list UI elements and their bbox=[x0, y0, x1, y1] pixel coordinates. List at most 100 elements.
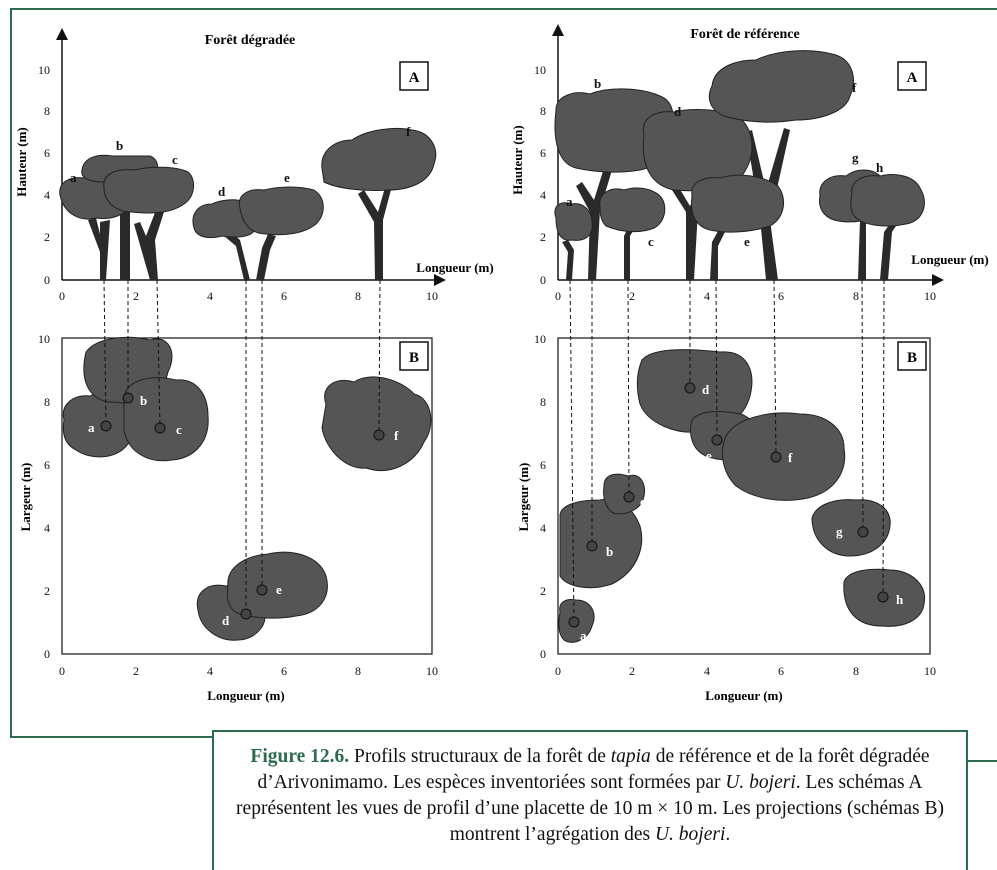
svg-text:0: 0 bbox=[44, 647, 50, 661]
svg-text:8: 8 bbox=[355, 664, 361, 678]
svg-text:6: 6 bbox=[281, 289, 287, 303]
svg-text:e: e bbox=[744, 234, 750, 249]
svg-text:0: 0 bbox=[59, 664, 65, 678]
caption-text-2: de référence et de la forêt dégradée d’A… bbox=[257, 746, 930, 793]
left-plan-crowns bbox=[62, 336, 432, 641]
left-profile-label-f: f bbox=[406, 124, 411, 139]
right-canopies bbox=[554, 50, 925, 241]
svg-text:8: 8 bbox=[540, 395, 546, 409]
svg-text:0: 0 bbox=[44, 273, 50, 287]
svg-text:10: 10 bbox=[38, 63, 50, 77]
svg-text:0: 0 bbox=[555, 289, 561, 303]
svg-text:10: 10 bbox=[534, 63, 546, 77]
left-plan-y-ticks: 0 2 4 6 8 10 bbox=[38, 332, 50, 661]
left-badge-a: A bbox=[409, 70, 420, 86]
svg-text:8: 8 bbox=[355, 289, 361, 303]
left-title: Forêt dégradée bbox=[205, 33, 296, 48]
svg-text:10: 10 bbox=[534, 332, 546, 346]
svg-text:6: 6 bbox=[778, 664, 784, 678]
figure-caption: Figure 12.6. Profils structuraux de la f… bbox=[212, 730, 968, 870]
left-profile-label-a: a bbox=[70, 170, 77, 185]
right-profile-y-label: Hauteur (m) bbox=[510, 125, 525, 194]
svg-text:4: 4 bbox=[540, 521, 546, 535]
frame-top bbox=[10, 8, 997, 10]
svg-text:4: 4 bbox=[207, 289, 213, 303]
svg-text:8: 8 bbox=[853, 664, 859, 678]
left-plan-y-label: Largeur (m) bbox=[18, 463, 33, 532]
svg-text:6: 6 bbox=[281, 664, 287, 678]
svg-text:b: b bbox=[140, 393, 147, 408]
svg-text:6: 6 bbox=[540, 146, 546, 160]
svg-text:4: 4 bbox=[704, 289, 710, 303]
left-trunks bbox=[88, 184, 392, 280]
svg-text:8: 8 bbox=[44, 104, 50, 118]
svg-text:g: g bbox=[836, 524, 843, 539]
left-profile-y-label: Hauteur (m) bbox=[14, 127, 29, 196]
left-profile-x-label: Longueur (m) bbox=[416, 260, 493, 275]
right-badge-a: A bbox=[907, 70, 918, 86]
right-profile-x-ticks: 0 2 4 6 8 10 bbox=[555, 289, 936, 303]
left-plan-x-label: Longueur (m) bbox=[207, 688, 284, 703]
svg-text:g: g bbox=[852, 150, 859, 165]
svg-text:4: 4 bbox=[207, 664, 213, 678]
caption-text-1: Profils structuraux de la forêt de bbox=[349, 746, 611, 767]
caption-figure-number: Figure 12.6. bbox=[250, 746, 350, 767]
svg-text:0: 0 bbox=[555, 664, 561, 678]
svg-text:2: 2 bbox=[540, 230, 546, 244]
svg-text:6: 6 bbox=[778, 289, 784, 303]
svg-text:0: 0 bbox=[540, 647, 546, 661]
svg-text:c: c bbox=[640, 494, 646, 509]
svg-text:10: 10 bbox=[426, 664, 438, 678]
svg-text:6: 6 bbox=[540, 458, 546, 472]
right-profile-tree-labels: a b c d e f g h bbox=[566, 76, 884, 249]
svg-text:f: f bbox=[852, 80, 857, 95]
caption-italic-2: U. bojeri bbox=[725, 772, 796, 793]
left-profile-y-ticks: 0 2 4 6 8 10 bbox=[38, 63, 50, 287]
svg-text:4: 4 bbox=[44, 188, 50, 202]
left-canopies bbox=[59, 127, 437, 239]
right-badge-a-box bbox=[897, 61, 927, 91]
svg-text:a: a bbox=[566, 194, 573, 209]
svg-text:2: 2 bbox=[540, 584, 546, 598]
left-profile-label-c: c bbox=[172, 152, 178, 167]
svg-text:6: 6 bbox=[44, 146, 50, 160]
svg-text:d: d bbox=[702, 382, 710, 397]
svg-text:4: 4 bbox=[540, 188, 546, 202]
svg-text:8: 8 bbox=[44, 395, 50, 409]
left-projection-lines bbox=[103, 279, 381, 614]
svg-text:0: 0 bbox=[59, 289, 65, 303]
svg-text:2: 2 bbox=[629, 289, 635, 303]
right-plan-x-label: Longueur (m) bbox=[705, 688, 782, 703]
left-profile-label-e: e bbox=[284, 170, 290, 185]
svg-text:10: 10 bbox=[924, 664, 936, 678]
svg-text:f: f bbox=[394, 428, 399, 443]
svg-text:b: b bbox=[594, 76, 601, 91]
left-plan-frame bbox=[61, 337, 433, 655]
right-plan-chart: B Largeur (m) Longueur (m) 0 2 4 6 8 10 … bbox=[516, 279, 936, 703]
right-badge-b-box bbox=[897, 341, 927, 371]
frame-bottom-left bbox=[10, 736, 214, 738]
svg-text:8: 8 bbox=[853, 289, 859, 303]
right-plan-x-ticks: 0 2 4 6 8 10 bbox=[555, 664, 936, 678]
right-projection-lines bbox=[569, 279, 885, 623]
right-plan-y-label: Largeur (m) bbox=[516, 463, 531, 532]
svg-text:4: 4 bbox=[44, 521, 50, 535]
right-plan-tree-labels: a b c d e f g h bbox=[580, 382, 904, 643]
left-badge-a-box bbox=[399, 61, 429, 91]
left-profile-label-b: b bbox=[116, 138, 123, 153]
svg-text:c: c bbox=[648, 234, 654, 249]
right-profile-y-ticks: 0 2 4 6 8 10 bbox=[534, 63, 546, 287]
frame-bottom-right bbox=[966, 760, 997, 762]
svg-text:10: 10 bbox=[924, 289, 936, 303]
left-plan-chart: B Largeur (m) Longueur (m) 0 2 4 6 8 10 … bbox=[18, 279, 438, 703]
svg-text:10: 10 bbox=[38, 332, 50, 346]
svg-text:4: 4 bbox=[704, 664, 710, 678]
svg-text:10: 10 bbox=[426, 289, 438, 303]
svg-text:d: d bbox=[222, 613, 230, 628]
caption-italic-1: tapia bbox=[610, 746, 651, 767]
caption-text-3: . Les schémas A représentent les vues de… bbox=[236, 772, 944, 845]
svg-text:2: 2 bbox=[44, 230, 50, 244]
left-profile-x-ticks: 0 2 4 6 8 10 bbox=[59, 289, 438, 303]
right-plan-crowns bbox=[558, 349, 926, 643]
